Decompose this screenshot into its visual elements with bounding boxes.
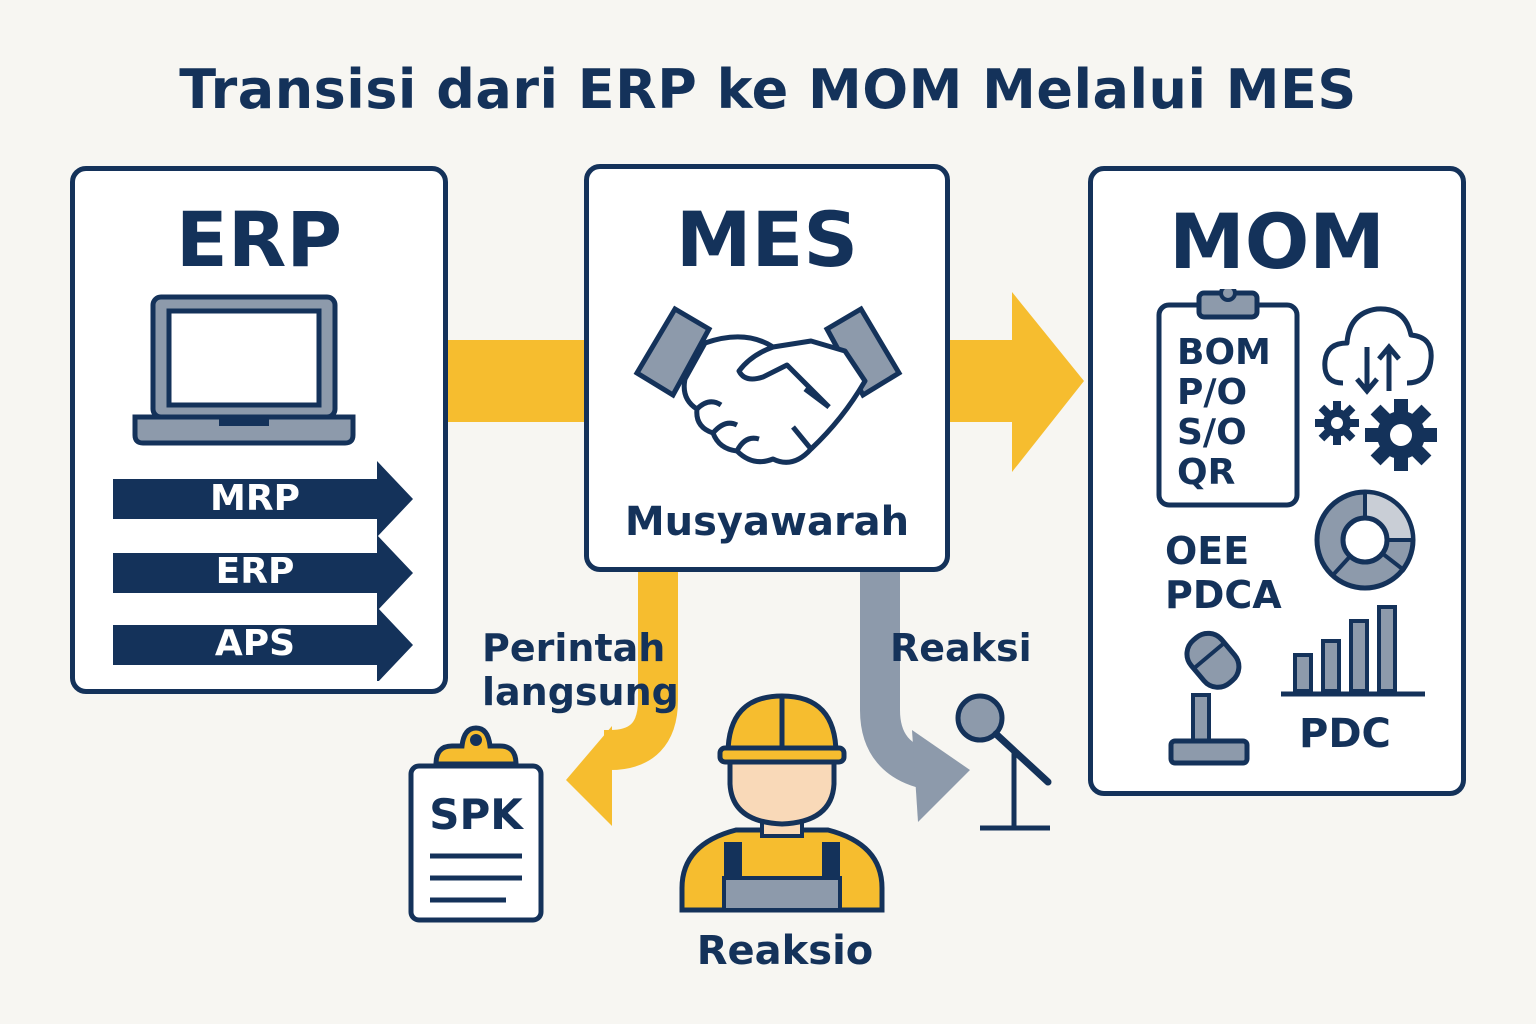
- module-arrow-aps: [113, 607, 413, 681]
- perintah-line2: langsung: [482, 670, 679, 714]
- worker-hardhat-icon: [679, 693, 885, 913]
- flow-arrow-mes-mom: [940, 292, 1084, 472]
- gears-icon: [1315, 399, 1437, 471]
- mom-box: MOM BOM P/O S/O QR: [1088, 166, 1466, 796]
- mom-heading: MOM: [1169, 197, 1385, 286]
- mes-caption: Musyawarah: [624, 499, 910, 545]
- checklist-item: S/O: [1177, 412, 1247, 453]
- handshake-icon: [633, 305, 903, 465]
- erp-module-arrows: [113, 461, 413, 681]
- checklist-item: BOM: [1177, 332, 1271, 373]
- flow-arrow-erp-mes: [440, 340, 600, 422]
- module-arrow-erp: [113, 535, 413, 611]
- clipboard-icon: [1156, 289, 1300, 508]
- worker-label: Reaksio: [696, 928, 874, 974]
- erp-heading: ERP: [175, 195, 343, 284]
- checklist-item: QR: [1177, 452, 1236, 493]
- perintah-label: Perintah langsung: [482, 626, 679, 714]
- spk-label: SPK: [429, 790, 523, 839]
- module-label-mrp: MRP: [210, 478, 300, 519]
- module-arrow-mrp: [113, 461, 413, 537]
- work-order-clipboard-icon: [408, 725, 544, 923]
- mes-box: MES Musyawarah: [584, 164, 950, 572]
- microphone-icon: [1168, 630, 1250, 766]
- mes-heading: MES: [675, 195, 859, 284]
- pie-chart-icon: [1314, 489, 1416, 591]
- cloud-sync-icon: [1322, 306, 1434, 395]
- mom-metrics: OEE PDCA: [1165, 529, 1282, 617]
- page-title: Transisi dari ERP ke MOM Melalui MES: [179, 58, 1357, 121]
- flow-arrow-perintah: [566, 568, 678, 826]
- module-label-aps: APS: [214, 623, 296, 664]
- erp-box: ERP MRP ERP APS: [70, 166, 448, 694]
- checklist-item: P/O: [1177, 372, 1248, 413]
- flow-arrow-reaksi: [860, 568, 970, 822]
- perintah-line1: Perintah: [482, 626, 666, 670]
- reaksi-label: Reaksi: [890, 626, 1032, 670]
- metric-oee: OEE: [1165, 529, 1250, 573]
- module-label-erp: ERP: [215, 551, 295, 592]
- mom-checklist: BOM P/O S/O QR: [1177, 333, 1271, 493]
- metric-pdca: PDCA: [1165, 573, 1282, 617]
- microphone-stand-icon: [955, 693, 1052, 831]
- laptop-icon: [132, 294, 356, 446]
- pdc-label: PDC: [1299, 711, 1391, 757]
- bar-chart-icon: [1281, 605, 1425, 697]
